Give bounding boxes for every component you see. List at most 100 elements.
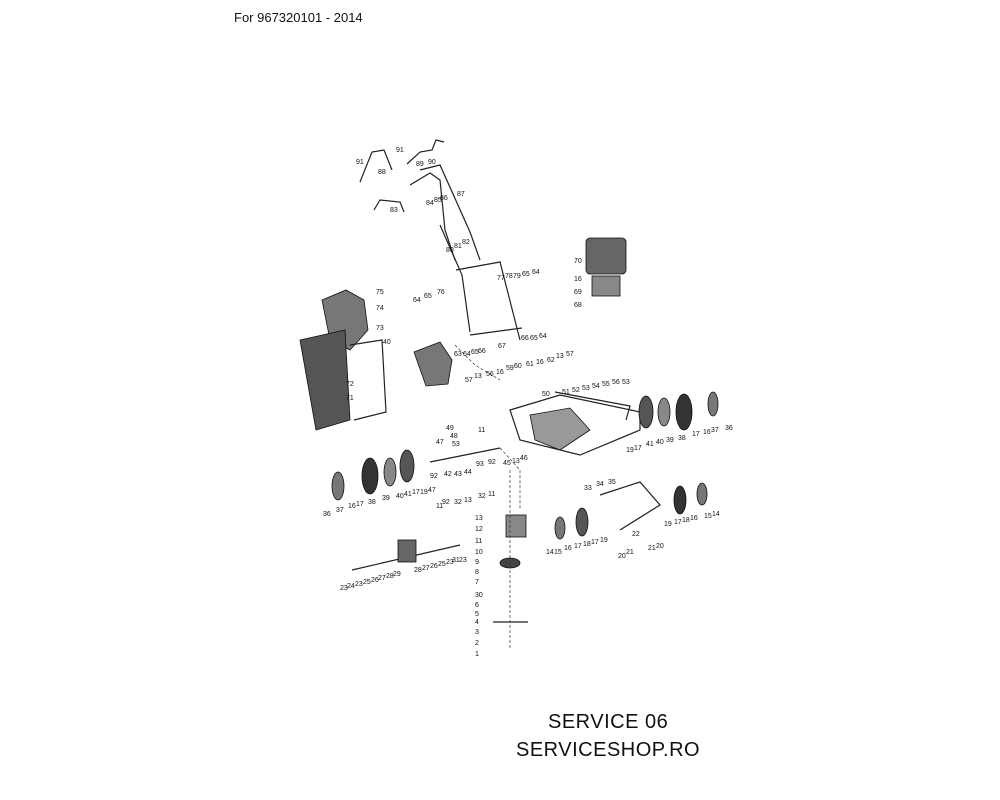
callout: 91 <box>356 159 364 166</box>
callout: 75 <box>376 289 384 296</box>
callout: 20 <box>618 553 626 560</box>
callout: 18 <box>682 517 690 524</box>
callout: 21 <box>626 549 634 556</box>
callout: 92 <box>442 499 450 506</box>
callout: 16 <box>496 369 504 376</box>
callout: 41 <box>404 491 412 498</box>
callout: 14 <box>712 511 720 518</box>
callout: 18 <box>583 541 591 548</box>
callout: 55 <box>602 381 610 388</box>
callout: 27 <box>378 575 386 582</box>
callout: 48 <box>450 433 458 440</box>
callout: 31 <box>452 557 460 564</box>
callout: 38 <box>678 435 686 442</box>
callout: 11 <box>436 503 443 510</box>
callout: 53 <box>452 441 460 448</box>
callout: 82 <box>462 239 470 246</box>
callout: 20 <box>656 543 664 550</box>
callout: 65 <box>471 349 479 356</box>
callout: 79 <box>513 273 521 280</box>
website-label: SERVICESHOP.RO <box>516 739 701 761</box>
callout: 53 <box>582 385 590 392</box>
callout: 25 <box>438 561 446 568</box>
callout: 41 <box>646 441 654 448</box>
callout: 17 <box>692 431 700 438</box>
callout: 29 <box>393 571 401 578</box>
callout: 13 <box>474 373 482 380</box>
callout: 40 <box>383 339 391 346</box>
callout: 93 <box>476 461 484 468</box>
callout: 90 <box>428 159 436 166</box>
callout: 17 <box>412 489 420 496</box>
callout: 69 <box>574 289 582 296</box>
callout: 92 <box>430 473 438 480</box>
callout-labels: 91 88 91 89 90 83 84 85 86 87 80 81 82 6… <box>323 147 733 658</box>
callout: 19 <box>664 521 672 528</box>
callout: 44 <box>464 469 472 476</box>
callout: 35 <box>608 479 616 486</box>
callout: 16 <box>536 359 544 366</box>
callout: 34 <box>596 481 604 488</box>
callout: 67 <box>498 343 506 350</box>
side-cover <box>413 341 453 387</box>
callout: 46 <box>520 455 528 462</box>
callout: 71 <box>346 395 354 402</box>
callout: 66 <box>521 335 529 342</box>
callout: 72 <box>346 381 354 388</box>
rear-right-wheel <box>638 391 719 431</box>
callout: 26 <box>371 577 379 584</box>
callout: 11 <box>475 538 482 545</box>
callout: 66 <box>478 348 486 355</box>
callout: 13 <box>475 515 483 522</box>
callout: 47 <box>436 439 444 446</box>
callout: 68 <box>574 302 582 309</box>
callout: 19 <box>420 489 428 496</box>
callout: 16 <box>564 545 572 552</box>
rear-axle <box>351 447 521 571</box>
callout: 89 <box>416 161 424 168</box>
callout: 83 <box>390 207 398 214</box>
callout: 32 <box>478 493 486 500</box>
callout: 9 <box>475 559 479 566</box>
callout: 22 <box>632 531 640 538</box>
callout: 23 <box>355 581 363 588</box>
callout: 78 <box>505 273 513 280</box>
callout: 85 <box>434 197 442 204</box>
callout: 28 <box>414 567 422 574</box>
front-wheels <box>554 481 708 540</box>
callout: 7 <box>475 579 479 586</box>
model-header: For 967320101 - 2014 <box>234 10 363 25</box>
callout: 47 <box>428 487 436 494</box>
callout: 37 <box>711 427 719 434</box>
callout: 1 <box>475 651 479 658</box>
callout: 4 <box>475 619 479 626</box>
callout: 28 <box>386 573 394 580</box>
callout: 50 <box>542 391 550 398</box>
callout: 60 <box>514 363 522 370</box>
callout: 65 <box>522 271 530 278</box>
callout: 16 <box>574 276 582 283</box>
callout: 45 <box>503 460 511 467</box>
callout: 56 <box>486 371 494 378</box>
callout: 76 <box>437 289 445 296</box>
callout: 33 <box>584 485 592 492</box>
callout: 87 <box>457 191 465 198</box>
callout: 16 <box>690 515 698 522</box>
callout: 15 <box>704 513 712 520</box>
callout: 17 <box>356 501 364 508</box>
callout: 52 <box>572 387 580 394</box>
callout: 13 <box>512 458 520 465</box>
callout: 73 <box>376 325 384 332</box>
callout: 65 <box>424 293 432 300</box>
callout: 11 <box>488 491 495 498</box>
callout: 54 <box>592 383 600 390</box>
callout: 92 <box>488 459 496 466</box>
callout: 64 <box>413 297 421 304</box>
callout: 64 <box>532 269 540 276</box>
callout: 51 <box>562 389 570 396</box>
callout: 21 <box>648 545 656 552</box>
callout: 40 <box>656 439 664 446</box>
callout: 17 <box>591 539 599 546</box>
callout: 17 <box>574 543 582 550</box>
callout: 27 <box>422 565 430 572</box>
